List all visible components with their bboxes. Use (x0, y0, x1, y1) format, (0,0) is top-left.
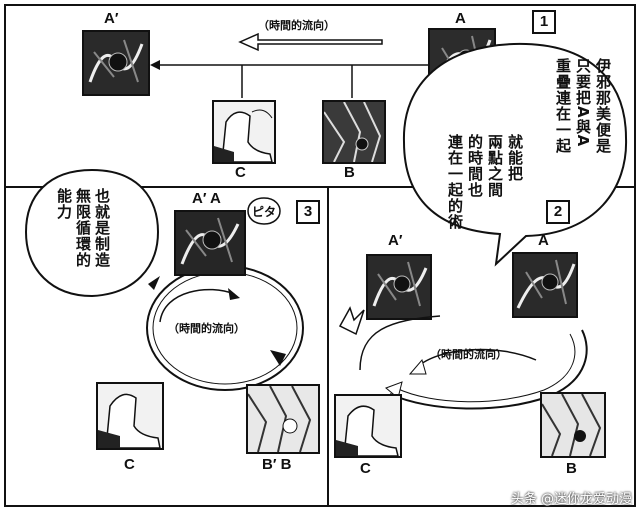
panel-3-label-b-prime-b: B′ B (262, 456, 292, 473)
page-border-right (634, 4, 636, 507)
panel-1-bubble-col-7: 連在一起的術 (446, 134, 464, 230)
panel-1-image-a-prime (82, 30, 150, 96)
panel-2-image-b (540, 392, 606, 458)
page-border-bottom (4, 505, 636, 507)
panel-2-label-a: A (538, 232, 549, 249)
panel-2-number: 2 (546, 200, 570, 224)
panel-3-image-b-prime-b (246, 384, 320, 454)
panel-1-bubble-col-4: 就能把 (506, 134, 524, 182)
panel-3-label-c: C (124, 456, 135, 473)
panel-divider-horizontal (4, 186, 636, 188)
panel-3-image-a-prime-a (174, 210, 246, 276)
page-border-top (4, 4, 636, 6)
panel-3-image-c (96, 382, 164, 450)
panel-3-label-a-prime-a: A′ A (192, 190, 221, 207)
panel-3-cycle-circle (146, 265, 304, 391)
panel-1-flow-label: （時間的流向） (258, 19, 335, 32)
panel-1-label-a: A (455, 10, 466, 27)
panel-2-label-a-prime: A′ (388, 232, 403, 249)
panel-3-bubble-col-3: 能力 (55, 188, 73, 220)
panel-3-sfx-bubble (247, 197, 281, 225)
panel-2-image-a (512, 252, 578, 318)
panel-divider-vertical (327, 186, 329, 507)
panel-1-bubble-col-6: 的時間也 (466, 134, 484, 198)
panel-2-label-b: B (566, 460, 577, 477)
panel-1-label-b: B (344, 164, 355, 181)
panel-2-image-a-prime (366, 254, 432, 320)
page-border-left (4, 4, 6, 507)
watermark: 头条 @迷你龙爱动漫 (510, 492, 632, 507)
panel-2-image-c (334, 394, 402, 458)
panel-3-sfx: ピタ (252, 205, 277, 219)
panel-3-speech-bubble (24, 168, 160, 298)
panel-3-bubble-col-1: 也就是制造 (93, 188, 111, 268)
panel-1-label-a-prime: A′ (104, 10, 119, 27)
panel-1-bubble-col-2: 只要把A與A (574, 58, 592, 148)
panel-3-flow-label: （時間的流向） (168, 322, 245, 335)
panel-3-inner-arrow (159, 288, 235, 323)
panel-1-image-b (322, 100, 386, 164)
panel-1-bubble-col-1: 伊邪那美便是 (594, 58, 612, 154)
panel-1-image-c (212, 100, 276, 164)
panel-3-bubble-col-2: 無限循環的 (74, 188, 92, 268)
panel-1-bubble-col-3: 重疊連在一起 (554, 58, 572, 154)
panel-3-number: 3 (296, 200, 320, 224)
panel-1-time-arrow (238, 32, 383, 52)
panel-1-label-c: C (235, 164, 246, 181)
panel-1-speech-bubble (402, 42, 628, 267)
panel-1-bubble-col-5: 兩點之間 (486, 134, 504, 198)
panel-2-flow-label: （時間的流向） (430, 348, 507, 361)
panel-2-label-c: C (360, 460, 371, 477)
panel-1-arrows (150, 32, 428, 98)
panel-1-number: 1 (532, 10, 556, 34)
